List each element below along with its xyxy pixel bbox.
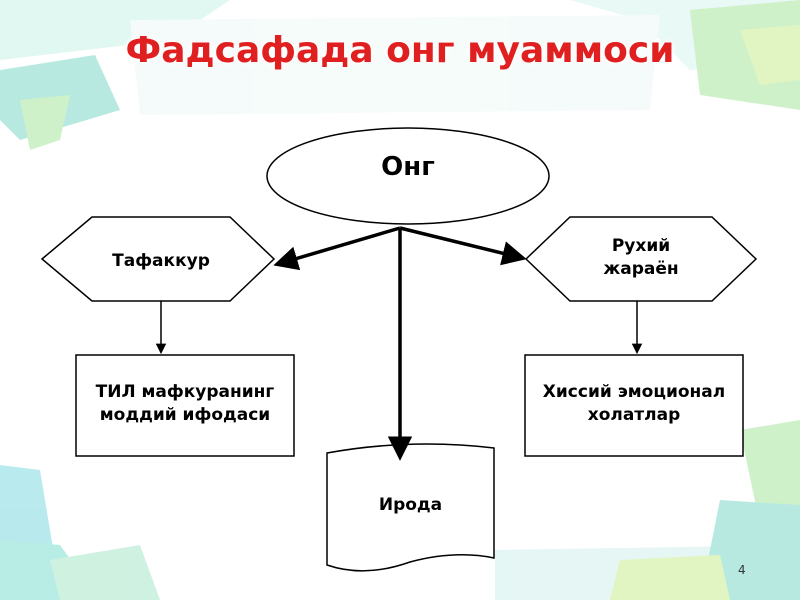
right-hexagon-label: Рухий жараён: [603, 236, 679, 279]
right-box: [524, 354, 744, 457]
right-hexagon: [524, 216, 758, 302]
slide-title: Фадсафада онг муаммоси: [125, 30, 675, 71]
left-box-label: ТИЛ мафкуранинг моддий ифодаси: [95, 382, 275, 425]
left-hexagon-label: Тафаккур: [112, 251, 210, 271]
arrow-center-to-left: [273, 226, 401, 271]
left-box: [75, 354, 295, 457]
bottom-document-label: Ирода: [378, 495, 443, 515]
center-label: Онг: [381, 152, 435, 182]
center-ellipse: [266, 127, 550, 225]
page-number: 4: [738, 563, 746, 577]
right-box-label: Хиссий эмоционал холатлар: [542, 382, 726, 425]
arrow-center-to-right: [399, 226, 527, 266]
